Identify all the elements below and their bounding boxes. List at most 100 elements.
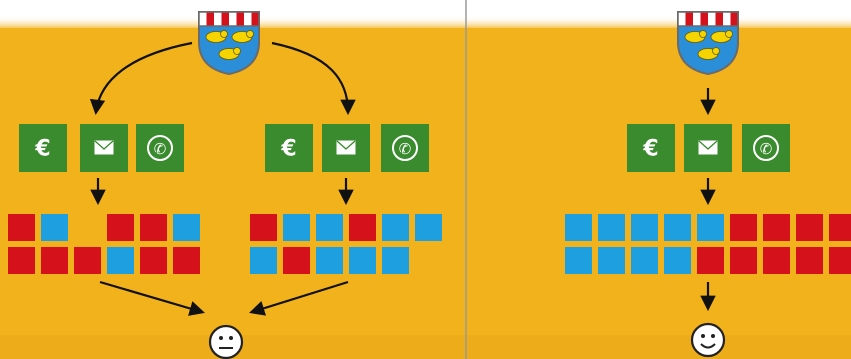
shield-stripe	[715, 12, 723, 26]
square-red	[283, 247, 310, 274]
square-red	[763, 214, 790, 241]
shield-band-border	[198, 11, 260, 27]
lion-head	[233, 47, 241, 55]
lion-head	[246, 30, 254, 38]
shield-stripe	[685, 12, 693, 26]
service-box-phone: ✆	[742, 124, 790, 172]
face-eye-right	[711, 334, 715, 338]
square-red	[107, 214, 134, 241]
square-blue	[382, 214, 409, 241]
square-red	[140, 214, 167, 241]
envelope-flap	[698, 140, 718, 150]
envelope-flap	[94, 140, 114, 150]
face-eye-left	[219, 336, 223, 340]
phone-glyph: ✆	[760, 140, 773, 158]
square-blue	[173, 214, 200, 241]
square-red	[763, 247, 790, 274]
envelope-flap	[336, 140, 356, 150]
coat-of-arms-left	[198, 11, 260, 76]
arrow-group-b-to-outcome	[249, 280, 349, 316]
phone-icon	[753, 135, 779, 161]
square-blue	[283, 214, 310, 241]
square-red	[796, 247, 823, 274]
service-box-bg	[742, 124, 790, 172]
square-red	[796, 214, 823, 241]
square-group-a	[8, 214, 200, 274]
face-outline	[690, 322, 726, 358]
service-box-phone: ✆	[381, 124, 429, 172]
square-blue	[349, 247, 376, 274]
square-blue	[664, 247, 691, 274]
service-box-bg	[265, 124, 313, 172]
lion-head	[725, 30, 733, 38]
euro-icon: €	[34, 137, 50, 162]
service-box-euro: €	[627, 124, 675, 172]
shield-stripe	[244, 12, 252, 26]
square-blue	[565, 214, 592, 241]
square-blue	[41, 214, 68, 241]
square-blue	[565, 247, 592, 274]
square-red	[8, 247, 35, 274]
shield-stripe	[229, 12, 237, 26]
square-red	[829, 214, 851, 241]
square-blue	[415, 214, 442, 241]
arrow-shield-to-services-b	[271, 41, 356, 116]
shield-stripe	[678, 12, 686, 26]
service-box-envelope	[684, 124, 732, 172]
phone-glyph: ✆	[154, 140, 167, 158]
phone-glyph: ✆	[399, 140, 412, 158]
square-red	[730, 214, 757, 241]
square-red	[829, 247, 851, 274]
face-eye-left	[701, 334, 705, 338]
shield-stripe	[199, 12, 207, 26]
square-red	[8, 214, 35, 241]
shield-body	[198, 11, 260, 76]
service-box-envelope	[322, 124, 370, 172]
shield-stripe	[251, 12, 259, 26]
coat-of-arms-right	[677, 11, 739, 76]
square-grid-right	[565, 214, 851, 274]
euro-icon: €	[280, 137, 296, 162]
shield-stripe	[693, 12, 701, 26]
square-blue	[697, 214, 724, 241]
square-red	[74, 247, 101, 274]
arrow-group-a-to-outcome	[99, 280, 205, 316]
square-blue	[316, 247, 343, 274]
shield-stripe	[214, 12, 222, 26]
square-blue	[598, 247, 625, 274]
square-blue	[631, 214, 658, 241]
square-blue	[598, 214, 625, 241]
neutral-face-icon	[208, 324, 244, 359]
square-blue	[631, 247, 658, 274]
phone-icon	[392, 135, 418, 161]
service-box-euro: €	[19, 124, 67, 172]
shield-stripe	[221, 12, 229, 26]
shield-stripe	[730, 12, 738, 26]
square-red	[140, 247, 167, 274]
service-box-bg	[627, 124, 675, 172]
service-box-bg	[381, 124, 429, 172]
lion-head	[699, 30, 707, 38]
shield-stripe	[236, 12, 244, 26]
face-eye-right	[229, 336, 233, 340]
lion-head	[220, 30, 228, 38]
euro-icon: €	[642, 137, 658, 162]
square-blue	[382, 247, 409, 274]
service-box-phone: ✆	[136, 124, 184, 172]
square-red	[730, 247, 757, 274]
square-blue	[316, 214, 343, 241]
shield-stripe	[708, 12, 716, 26]
square-blue	[107, 247, 134, 274]
square-group-b	[250, 214, 442, 274]
shield-body	[677, 11, 739, 76]
shield-stripe	[723, 12, 731, 26]
service-box-envelope	[80, 124, 128, 172]
square-blue	[250, 247, 277, 274]
shield-stripe	[206, 12, 214, 26]
square-red	[349, 214, 376, 241]
service-box-bg	[19, 124, 67, 172]
shield-band-border	[677, 11, 739, 27]
lion-head	[712, 47, 720, 55]
